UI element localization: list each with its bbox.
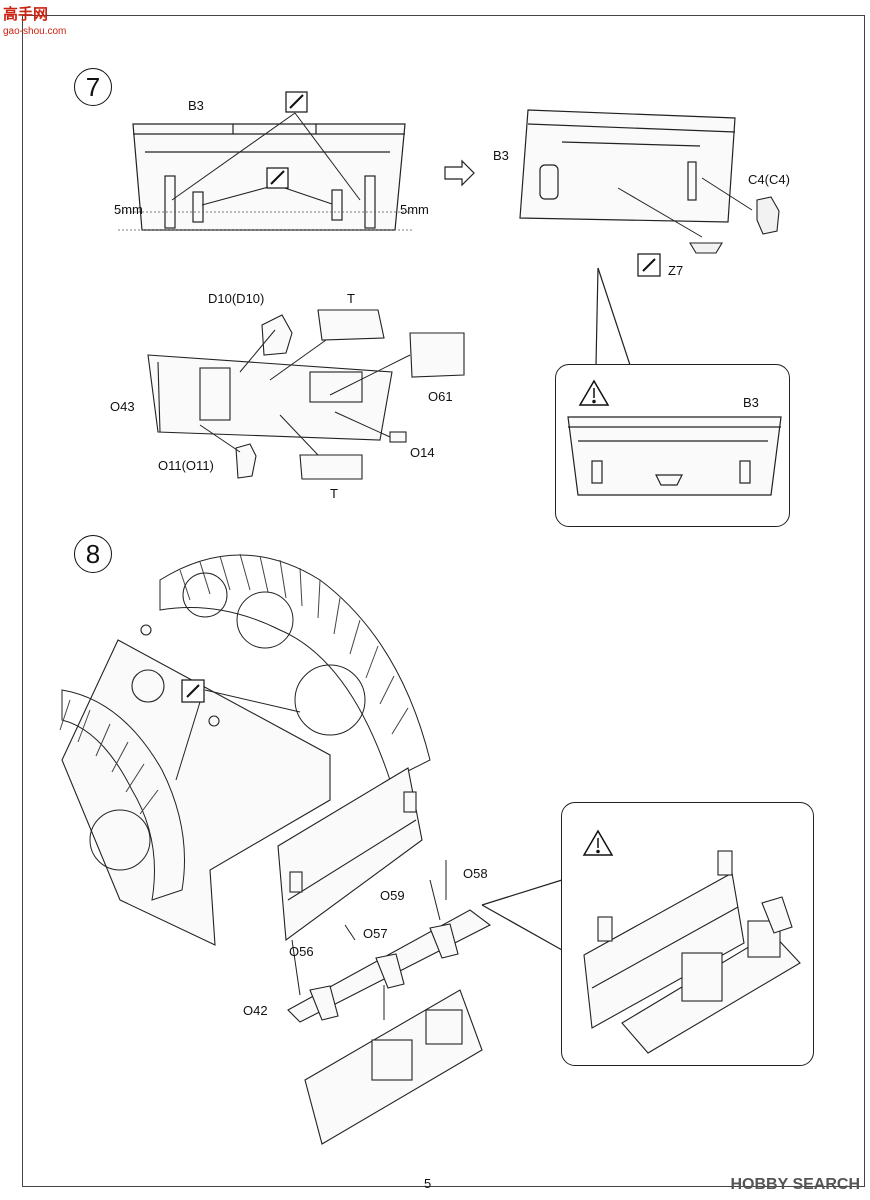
part-label-b3-angled: B3 [493, 148, 509, 163]
glue-icon [181, 679, 205, 703]
step-8-number: 8 [74, 535, 112, 573]
part-label-t-top: T [347, 291, 355, 306]
glue-icon [637, 253, 661, 277]
part-label-o42: O42 [243, 1003, 268, 1018]
c4-part [756, 196, 780, 235]
dimension-left: 5mm [114, 202, 143, 217]
warning-icon [578, 379, 610, 406]
dimension-right: 5mm [400, 202, 429, 217]
step-7-number: 7 [74, 68, 112, 106]
inset-drawing [567, 379, 782, 496]
lower-assembly [304, 989, 483, 1145]
inset-part-label-b3: B3 [743, 395, 759, 410]
glue-icon [266, 91, 308, 189]
rear-plate [277, 767, 423, 942]
track-left [59, 689, 185, 901]
site-logo-text: 高手网 [3, 6, 49, 23]
watermark: HOBBY SEARCH [730, 1176, 861, 1193]
z7-part [689, 242, 723, 254]
part-label-d10: D10(D10) [208, 291, 265, 306]
inset-8-drawing [582, 829, 801, 1054]
part-label-o14: O14 [410, 445, 435, 460]
step-7-inset: B3 [555, 364, 790, 527]
part-label-o11: O11(O11) [158, 458, 214, 473]
step-8-inset [561, 802, 814, 1066]
part-label-o59: O59 [380, 888, 405, 903]
d10-subassembly [147, 309, 465, 480]
bumper-o42 [287, 909, 492, 1023]
track-upper [159, 553, 431, 781]
arrow-right-icon [444, 159, 475, 187]
warning-icon [582, 829, 614, 856]
site-logo: 高手网 [3, 3, 48, 24]
part-label-o58: O58 [463, 866, 488, 881]
part-label-c4: C4(C4) [748, 172, 790, 187]
part-label-t-bottom: T [330, 486, 338, 501]
b3-angled-view [519, 109, 736, 223]
part-label-z7: Z7 [668, 263, 684, 278]
part-label-b3: B3 [188, 98, 204, 113]
part-label-o56: O56 [289, 944, 314, 959]
part-label-o43: O43 [110, 399, 135, 414]
part-label-o57: O57 [363, 926, 388, 941]
site-url: gao-shou.com [3, 26, 67, 37]
page-number: 5 [424, 1176, 432, 1191]
part-label-o61: O61 [428, 389, 453, 404]
page-border [22, 15, 865, 1187]
